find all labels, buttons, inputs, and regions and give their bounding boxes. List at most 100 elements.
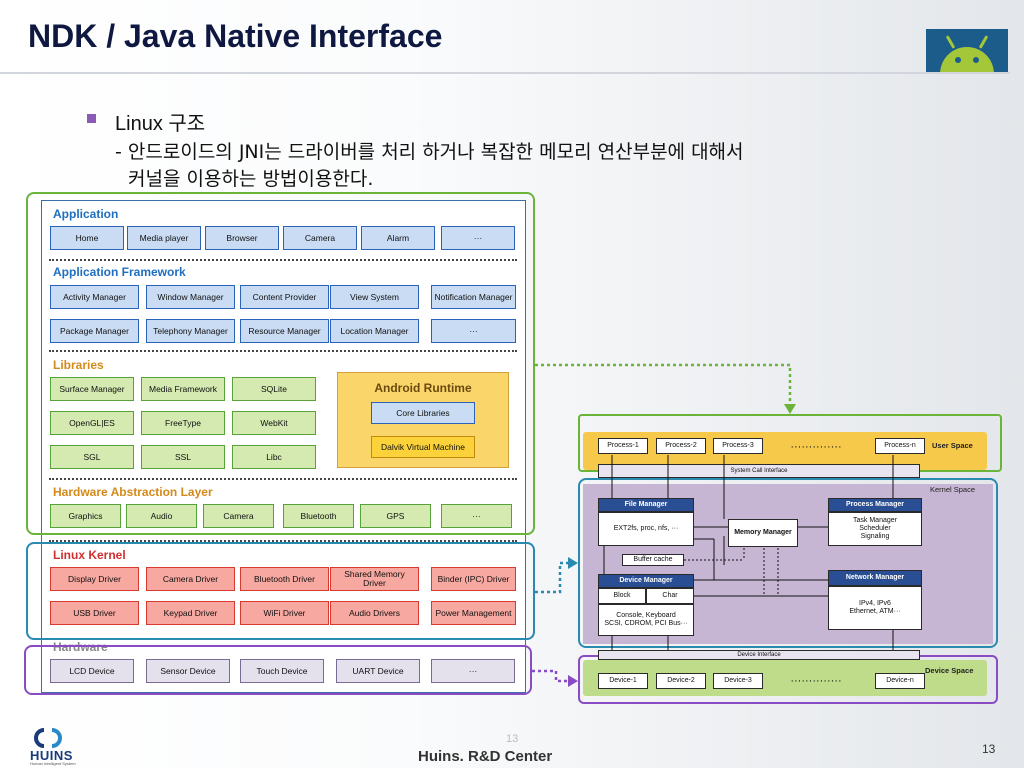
framework-box: Telephony Manager (146, 319, 235, 343)
section-framework: Application Framework (53, 265, 186, 279)
framework-box: Activity Manager (50, 285, 139, 309)
kernel-box: Shared Memory Driver (330, 567, 419, 591)
hal-box: GPS (360, 504, 431, 528)
section-application: Application (53, 207, 119, 221)
app-box: Camera (283, 226, 357, 250)
device-manager-body: Console, Keyboard SCSI, CDROM, PCI Bus··… (598, 604, 694, 636)
kernel-box: Power Management (431, 601, 516, 625)
framework-box: View System (330, 285, 419, 309)
frame-user-space (26, 192, 535, 535)
frame-kernel-right (578, 478, 998, 648)
kernel-space-label: Kernel Space (930, 485, 976, 494)
separator (49, 478, 517, 480)
device-interface: Device Interface (598, 650, 920, 660)
library-box: Libc (232, 445, 316, 469)
library-box: SGL (50, 445, 134, 469)
frame-hardware (24, 645, 532, 695)
page-number-ghost: 13 (506, 733, 519, 745)
device-box: Device-2 (656, 673, 706, 689)
kernel-box: Camera Driver (146, 567, 235, 591)
process-box: Process-n (875, 438, 925, 454)
library-box: OpenGL|ES (50, 411, 134, 435)
library-box: SQLite (232, 377, 316, 401)
separator (49, 350, 517, 352)
app-box: Alarm (361, 226, 435, 250)
library-box: FreeType (141, 411, 225, 435)
hardware-box: LCD Device (50, 659, 134, 683)
file-manager-header: File Manager (598, 498, 694, 512)
kernel-box: Audio Drivers (330, 601, 419, 625)
section-hardware: Hardware (53, 640, 108, 654)
separator (49, 540, 517, 542)
kernel-box: WiFi Driver (240, 601, 329, 625)
core-libraries-box: Core Libraries (371, 402, 475, 424)
file-manager-body: EXT2fs, proc, nfs, ··· (598, 512, 694, 546)
device-box: Device-1 (598, 673, 648, 689)
user-space-label: User Space (932, 441, 973, 450)
process-manager-body: Task Manager Scheduler Signaling (828, 512, 922, 546)
bullet-line-1: - 안드로이드의 JNI는 드라이버를 처리 하거나 복잡한 메모리 연산부분에… (115, 141, 744, 163)
library-box: Media Framework (141, 377, 225, 401)
library-box: SSL (141, 445, 225, 469)
app-box: Home (50, 226, 124, 250)
hal-box: Graphics (50, 504, 121, 528)
bullet-heading: Linux 구조 (115, 113, 206, 135)
app-box: Browser (205, 226, 279, 250)
kernel-box: USB Driver (50, 601, 139, 625)
network-manager-body: IPv4, IPv6 Ethernet, ATM··· (828, 586, 922, 630)
framework-box: Notification Manager (431, 285, 516, 309)
kernel-box: Keypad Driver (146, 601, 235, 625)
logo-subtext: Human Intelligent System (30, 761, 76, 766)
process-box: Process-2 (656, 438, 706, 454)
app-box: ··· (441, 226, 515, 250)
memory-manager: Memory Manager (728, 519, 798, 547)
huins-logo-mark-icon (34, 728, 62, 748)
footer-text: Huins. R&D Center (418, 748, 553, 765)
library-box: WebKit (232, 411, 316, 435)
title-divider (0, 72, 1010, 74)
process-box: Process-1 (598, 438, 648, 454)
separator (49, 259, 517, 261)
kernel-box: Bluetooth Driver (240, 567, 329, 591)
hardware-box: Sensor Device (146, 659, 230, 683)
bullet-line-2: 커널을 이용하는 방법이용한다. (128, 168, 374, 190)
framework-box: ··· (431, 319, 516, 343)
framework-box: Resource Manager (240, 319, 329, 343)
hal-box: ··· (441, 504, 512, 528)
framework-box: Package Manager (50, 319, 139, 343)
process-box: Process-3 (713, 438, 763, 454)
device-ellipsis: ·············· (790, 675, 842, 687)
process-ellipsis: ·············· (790, 441, 842, 453)
frame-kernel (26, 542, 535, 640)
hal-box: Audio (126, 504, 197, 528)
slide-title: NDK / Java Native Interface (28, 18, 443, 54)
network-manager-header: Network Manager (828, 570, 922, 586)
section-libraries: Libraries (53, 358, 104, 372)
hal-box: Camera (203, 504, 274, 528)
framework-box: Content Provider (240, 285, 329, 309)
device-manager-header: Device Manager (598, 574, 694, 588)
device-box: Device-n (875, 673, 925, 689)
process-manager-header: Process Manager (828, 498, 922, 512)
android-eye-left (955, 57, 961, 63)
bullet-icon (87, 114, 96, 123)
kernel-box: Binder (IPC) Driver (431, 567, 516, 591)
framework-box: Location Manager (330, 319, 419, 343)
page-number: 13 (982, 742, 996, 756)
buffer-cache: Buffer cache (622, 554, 684, 566)
syscall-interface: System Call Interface (598, 464, 920, 478)
hardware-box: UART Device (336, 659, 420, 683)
huins-logo: HUINS Human Intelligent System (30, 728, 78, 766)
hardware-box: Touch Device (240, 659, 324, 683)
device-space-label: Device Space (925, 666, 974, 675)
section-hal: Hardware Abstraction Layer (53, 485, 213, 499)
hal-box: Bluetooth (283, 504, 354, 528)
android-eye-right (973, 57, 979, 63)
kernel-box: Display Driver (50, 567, 139, 591)
android-logo (926, 29, 1008, 72)
